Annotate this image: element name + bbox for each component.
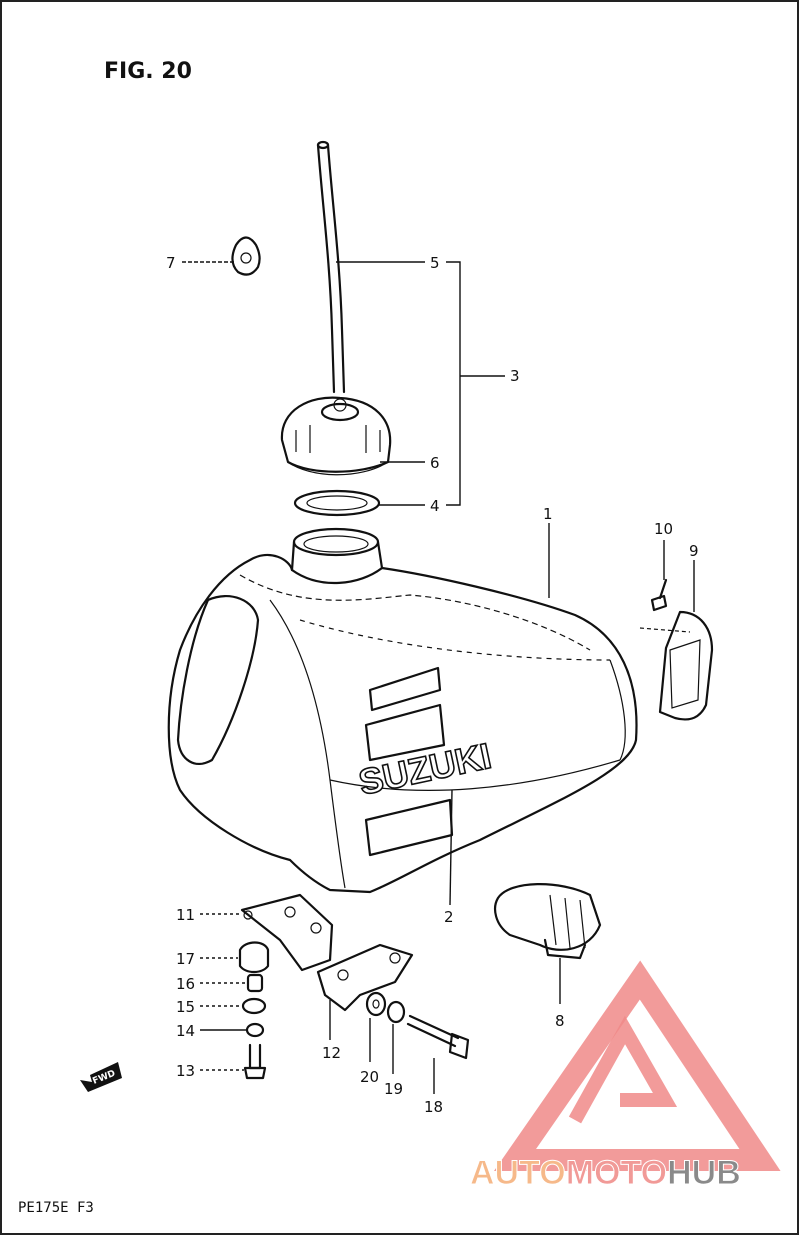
washer-15 bbox=[241, 997, 267, 1015]
footer-code: PE175E F3 bbox=[18, 1200, 94, 1216]
watermark-hub: HUB bbox=[667, 1154, 741, 1192]
callout-1: 1 bbox=[543, 505, 553, 523]
washer-14 bbox=[245, 1022, 265, 1038]
watermark-text: AUTOMOTOHUB bbox=[470, 1154, 741, 1192]
callout-9: 9 bbox=[689, 542, 699, 560]
bolt-13 bbox=[243, 1043, 267, 1080]
fuel-cap bbox=[280, 396, 392, 476]
callout-19: 19 bbox=[384, 1080, 403, 1098]
callout-8: 8 bbox=[555, 1012, 565, 1030]
leader-lines bbox=[182, 261, 695, 1094]
callout-3: 3 bbox=[510, 367, 520, 385]
nut-19 bbox=[386, 1000, 406, 1024]
callout-13: 13 bbox=[176, 1062, 195, 1080]
watermark-moto: MOTO bbox=[566, 1154, 667, 1192]
breather-hose bbox=[316, 140, 346, 394]
rear-bracket bbox=[639, 610, 714, 721]
washer-20 bbox=[365, 991, 387, 1017]
callout-labels: 5 3 6 4 7 1 10 9 2 8 11 17 16 15 14 13 1… bbox=[166, 254, 699, 1116]
callout-7: 7 bbox=[166, 254, 176, 272]
figure-title: FIG. 20 bbox=[104, 59, 192, 84]
mount-plate bbox=[316, 943, 414, 1012]
callout-2: 2 bbox=[444, 908, 454, 926]
callout-4: 4 bbox=[430, 497, 440, 515]
fuel-tank: SUZUKI bbox=[167, 527, 638, 906]
callout-6: 6 bbox=[430, 454, 440, 472]
bracket-bolt bbox=[650, 578, 668, 612]
callout-5: 5 bbox=[430, 254, 440, 272]
callout-14: 14 bbox=[176, 1022, 195, 1040]
callout-10: 10 bbox=[654, 520, 673, 538]
callout-12: 12 bbox=[322, 1044, 341, 1062]
forward-arrow: FWD bbox=[80, 1062, 122, 1092]
rubber-mount-17 bbox=[238, 941, 270, 974]
bolt-18 bbox=[406, 1014, 470, 1060]
front-mount-bracket bbox=[240, 893, 334, 972]
watermark-logo bbox=[493, 960, 781, 1171]
callout-16: 16 bbox=[176, 975, 195, 993]
collar-16 bbox=[246, 973, 264, 993]
tank-cushion bbox=[494, 883, 602, 960]
cap-gasket bbox=[293, 489, 381, 517]
callout-18: 18 bbox=[424, 1098, 443, 1116]
callout-15: 15 bbox=[176, 998, 195, 1016]
callout-17: 17 bbox=[176, 950, 195, 968]
tank-brand-text: SUZUKI bbox=[355, 735, 495, 803]
callout-20: 20 bbox=[360, 1068, 379, 1086]
watermark-auto: AUTO bbox=[470, 1154, 566, 1192]
hose-clamp bbox=[231, 236, 261, 276]
callout-11: 11 bbox=[176, 906, 195, 924]
